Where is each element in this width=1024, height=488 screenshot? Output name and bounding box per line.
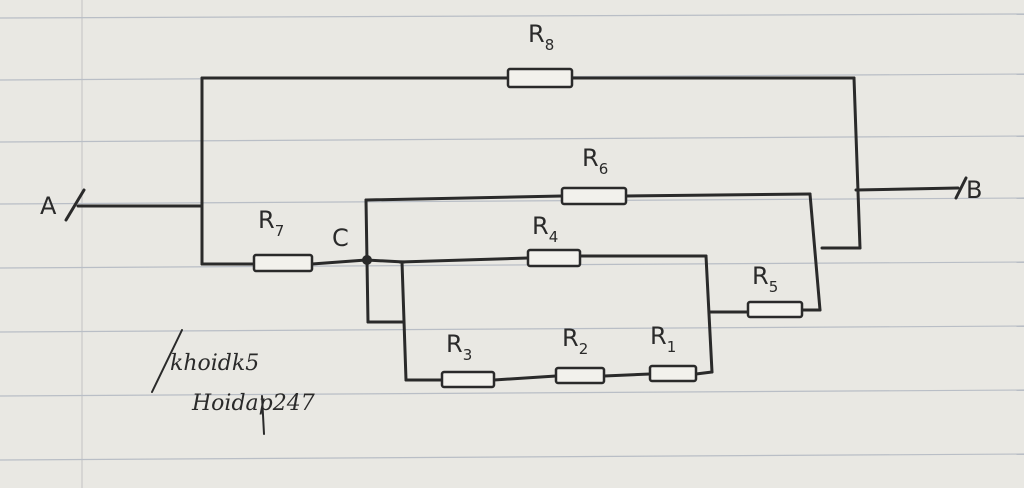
resistor-r8 bbox=[506, 67, 574, 89]
signature-tail bbox=[261, 395, 265, 435]
signature-flourish bbox=[151, 329, 183, 393]
label-r7: R7 bbox=[258, 206, 284, 240]
resistor-r4 bbox=[526, 248, 582, 268]
terminal-a-label: A bbox=[40, 192, 57, 220]
signature-line1: khoidk5 bbox=[170, 351, 259, 376]
label-r5: R5 bbox=[752, 262, 778, 296]
label-r2: R2 bbox=[562, 324, 588, 358]
terminal-b-label: B bbox=[966, 176, 982, 204]
node-c-dot bbox=[362, 255, 372, 265]
label-r8: R8 bbox=[528, 20, 554, 54]
resistor-r2 bbox=[554, 366, 606, 385]
resistor-r6 bbox=[560, 186, 628, 206]
label-r1: R1 bbox=[650, 322, 676, 356]
resistor-r5 bbox=[746, 300, 804, 319]
label-r3: R3 bbox=[446, 330, 472, 364]
node-c-label: C bbox=[332, 224, 349, 252]
resistor-r1 bbox=[648, 364, 698, 383]
label-r4: R4 bbox=[532, 212, 558, 246]
resistor-r3 bbox=[440, 370, 496, 389]
resistor-r7 bbox=[252, 253, 314, 273]
wires bbox=[64, 76, 968, 382]
label-r6: R6 bbox=[582, 144, 608, 178]
signature-line2: Hoidap247 bbox=[191, 391, 315, 416]
